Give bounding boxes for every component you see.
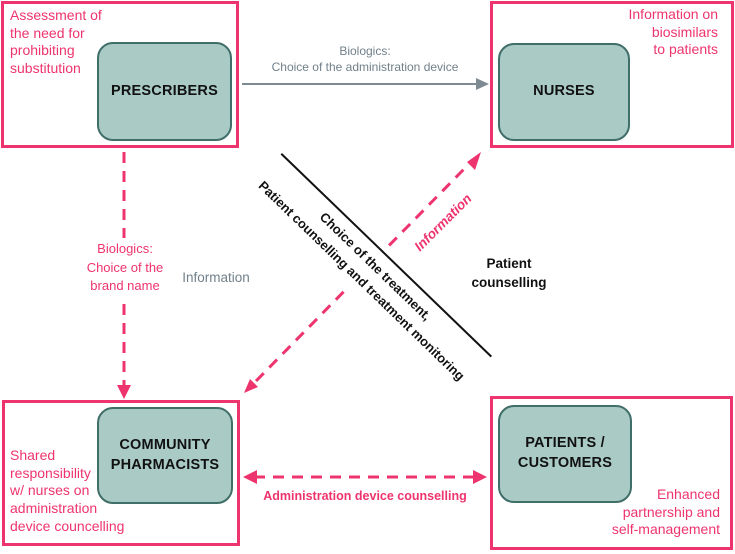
label-biologics-brand-name: Biologics: Choice of the brand name	[62, 238, 188, 298]
arrowhead-up-right-icon	[467, 152, 481, 170]
arrowhead-right-icon	[473, 470, 487, 484]
annotation-bottom-left: Shared responsibility w/ nurses on admin…	[10, 447, 124, 535]
annotation-line: device councelling	[10, 517, 125, 534]
node-label: CUSTOMERS	[517, 455, 613, 471]
label-patient-counselling: Patient counselling	[456, 253, 562, 295]
annotation-line: the need for	[10, 24, 85, 41]
annotation-line: w/ nurses on	[10, 482, 90, 499]
node-label: COMMUNITY	[119, 436, 211, 453]
arrowhead-down-icon	[117, 385, 131, 399]
annotation-line: substitution	[10, 59, 81, 76]
label-line: Information	[182, 270, 250, 285]
label-line: Patient	[486, 256, 532, 272]
annotation-line: Shared	[10, 447, 56, 463]
annotation-line: Enhanced	[656, 486, 720, 502]
annotation-bottom-right: Enhanced partnership and self-management	[612, 486, 720, 539]
node-label: PHARMACISTS	[110, 456, 220, 473]
node-community-pharmacists: COMMUNITY PHARMACISTS	[97, 407, 233, 504]
label-line: brand name	[90, 278, 160, 294]
annotation-top-left: Assessment of the need for prohibiting s…	[10, 7, 102, 78]
label-line: Biologics:	[339, 44, 391, 58]
annotation-line: prohibiting	[10, 42, 75, 59]
node-label: PRESCRIBERS	[111, 82, 218, 99]
annotation-line: administration	[10, 499, 98, 516]
annotation-line: self-management	[611, 521, 720, 538]
annotation-line: to patients	[653, 41, 718, 58]
node-prescribers: PRESCRIBERS	[97, 42, 232, 141]
annotation-top-right: Information on biosimilars to patients	[629, 6, 719, 59]
annotation-line: responsibility	[10, 464, 91, 481]
node-patients-customers: PATIENTS / CUSTOMERS	[498, 405, 632, 503]
arrowhead-left-icon	[243, 470, 257, 484]
annotation-line: Information on	[628, 6, 719, 22]
label-line: Biologics:	[97, 240, 153, 256]
annotation-line: partnership and	[622, 503, 720, 520]
label-line: counselling	[471, 275, 547, 290]
label-line: Choice of the	[86, 259, 164, 275]
arrowhead-down-left-icon	[244, 379, 258, 393]
annotation-line: Assessment of	[10, 7, 102, 23]
node-label: PATIENTS /	[525, 435, 605, 452]
label-biologics-administration-device: Biologics: Choice of the administration …	[235, 44, 495, 75]
node-label: NURSES	[533, 83, 595, 100]
label-line: Choice of the administration device	[271, 59, 459, 74]
arrowhead-right-icon	[476, 78, 489, 90]
label-information-gray: Information	[173, 261, 259, 294]
label-administration-device-counselling: Administration device counselling	[263, 489, 467, 503]
annotation-line: biosimilars	[651, 23, 718, 40]
node-nurses: NURSES	[498, 43, 630, 141]
